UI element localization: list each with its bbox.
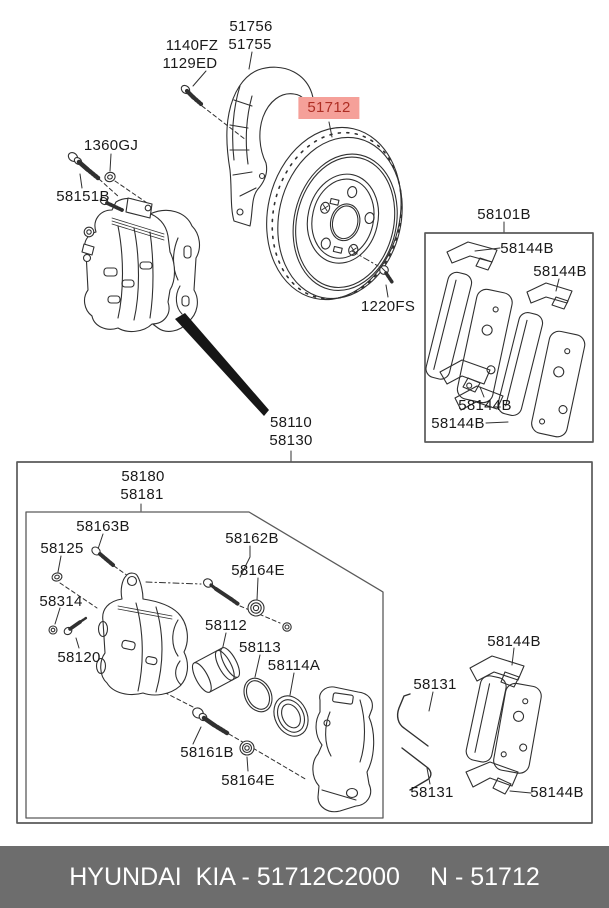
part-label-58180[interactable]: 58180 [121, 468, 165, 485]
seal-58113-drawing [243, 677, 273, 713]
part-label-58144b-5[interactable]: 58144B [487, 633, 541, 650]
nut-58125-drawing [51, 572, 63, 582]
part-label-51755[interactable]: 51755 [228, 36, 272, 53]
bolt-58163b-drawing [91, 546, 115, 567]
part-label-58181[interactable]: 58181 [120, 486, 164, 503]
brake-pad-set-lower-drawing [465, 655, 542, 795]
caliper-housing-drawing [95, 572, 189, 696]
small-plug-drawing [282, 622, 292, 632]
footer-ref-number: N - 51712 [429, 862, 540, 891]
carrier-bracket-drawing [312, 686, 375, 813]
boot-58114a-drawing [273, 695, 309, 737]
bolt-58151b-drawing [67, 152, 101, 181]
part-label-1360gj[interactable]: 1360GJ [83, 137, 139, 154]
part-label-58144b-4[interactable]: 58144B [431, 415, 485, 432]
washer-1360gj-drawing [104, 171, 116, 183]
part-label-58110[interactable]: 58110 [269, 414, 313, 431]
bolt-1140fz-drawing [180, 84, 204, 107]
part-label-58112[interactable]: 58112 [204, 617, 248, 634]
part-label-58144b-6[interactable]: 58144B [530, 784, 584, 801]
part-label-58164e-2[interactable]: 58164E [221, 772, 275, 789]
pointer-wedge [175, 313, 269, 416]
caliper-assembly-drawing [81, 196, 201, 333]
part-label-58163b[interactable]: 58163B [76, 518, 130, 535]
part-label-58113[interactable]: 58113 [238, 639, 282, 656]
part-label-1140fz[interactable]: 1140FZ [165, 37, 219, 54]
piston-58112-drawing [191, 647, 241, 693]
bolt-58161b-drawing [192, 707, 230, 736]
cap-58164e-upper-drawing [247, 599, 265, 617]
part-label-58114a[interactable]: 58114A [267, 657, 321, 674]
part-label-58151b[interactable]: 58151B [56, 188, 110, 205]
part-label-58131-2[interactable]: 58131 [410, 784, 454, 801]
part-label-58314[interactable]: 58314 [39, 593, 83, 610]
part-label-58144b-3[interactable]: 58144B [458, 397, 512, 414]
part-label-1129ed[interactable]: 1129ED [162, 55, 218, 72]
guide-rod-58162b-drawing [202, 578, 240, 606]
part-label-58101b[interactable]: 58101B [477, 206, 531, 223]
part-label-58131-1[interactable]: 58131 [413, 676, 457, 693]
part-label-58125[interactable]: 58125 [40, 540, 84, 557]
footer-bar: HYUNDAI KIA - 51712C2000 N - 51712 [0, 846, 609, 908]
part-label-51756[interactable]: 51756 [229, 18, 273, 35]
bolt-1220fs-drawing [379, 265, 394, 284]
leader-lines [54, 51, 560, 794]
brake-pad-kit-drawing [425, 241, 586, 438]
part-label-58161b[interactable]: 58161B [180, 744, 234, 761]
pad-spring-58131-drawing [396, 693, 432, 791]
cap-58164e-lower-drawing [239, 740, 255, 756]
bleeder-58120-drawing [63, 616, 88, 636]
footer-part-code: HYUNDAI KIA - 51712C2000 [69, 862, 400, 891]
part-label-58130[interactable]: 58130 [269, 432, 313, 449]
part-label-58164e-1[interactable]: 58164E [231, 562, 285, 579]
part-label-58144b-2[interactable]: 58144B [533, 263, 587, 280]
part-label-1220fs[interactable]: 1220FS [360, 298, 416, 315]
cap-58314-drawing [48, 625, 58, 635]
group-box-58180 [16, 461, 593, 824]
part-label-58162b[interactable]: 58162B [225, 530, 279, 547]
part-label-58144b-1[interactable]: 58144B [500, 240, 554, 257]
brake-disc-drawing [266, 126, 403, 301]
group-box-58101b [424, 232, 594, 443]
part-label-58120[interactable]: 58120 [57, 649, 101, 666]
part-label-51712-highlighted[interactable]: 51712 [298, 97, 360, 119]
